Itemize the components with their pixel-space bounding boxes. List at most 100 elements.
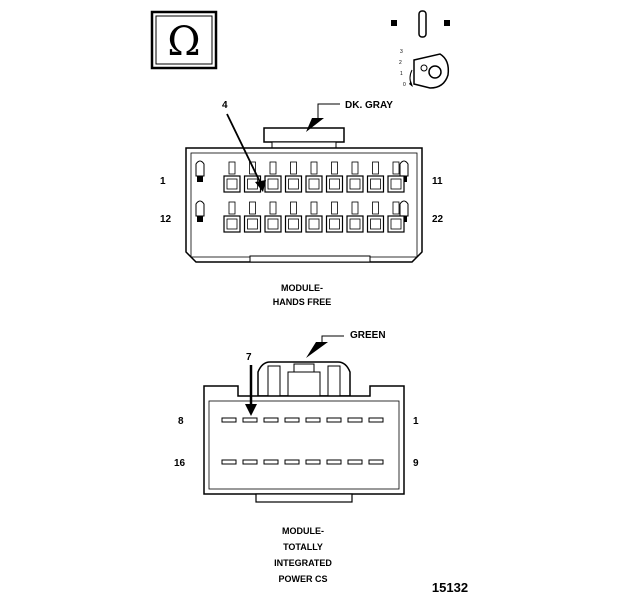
connector-2-slot xyxy=(242,459,258,465)
connector-2-slot xyxy=(326,417,342,423)
connector-1-cavity xyxy=(264,175,282,193)
connector-1-terminal-lock xyxy=(228,201,236,215)
connector-2-pin-left-top: 8 xyxy=(178,416,184,427)
connector-2-pin-right-bottom: 9 xyxy=(413,458,419,469)
connector-1-cavity-inner xyxy=(226,218,238,230)
connector-1-cavity-inner xyxy=(288,218,299,230)
connector-1-callout-number: 4 xyxy=(222,100,228,111)
connector-1-pin-left-top: 1 xyxy=(160,176,166,187)
connector-1-caption-line-2: HANDS FREE xyxy=(273,297,332,307)
connector-2-slot xyxy=(221,417,237,423)
connector-1-terminal-lock xyxy=(351,201,359,215)
connector-hands-free xyxy=(185,127,423,263)
connector-1-terminal-lock xyxy=(351,161,359,175)
connector-1-cavity xyxy=(223,175,241,193)
connector-1-cavity xyxy=(243,215,262,233)
connector-1-cavity xyxy=(264,215,282,233)
connector-2-callout-number: 7 xyxy=(246,352,252,363)
connector-2-slot xyxy=(347,417,363,423)
connector-1-side-latch xyxy=(195,160,205,177)
connector-2-slot xyxy=(263,417,279,423)
connector-1-pin-right-bottom: 22 xyxy=(432,214,444,225)
connector-1-cavity xyxy=(305,215,323,233)
connector-2-slot xyxy=(221,459,237,465)
connector-1-terminal-lock xyxy=(372,201,379,215)
connector-1-cavity xyxy=(325,215,344,233)
connector-1-cavity xyxy=(346,175,364,193)
connector-2-caption-line-2: TOTALLY xyxy=(283,542,323,552)
connector-2-color-callout: GREEN xyxy=(306,330,386,358)
connector-1-terminal-lock xyxy=(310,161,318,175)
connector-1-cavity xyxy=(366,215,385,233)
connector-1-cavity-inner xyxy=(267,218,279,230)
connector-1-cavity-inner xyxy=(308,178,320,190)
connector-1-cavity-inner xyxy=(390,178,402,190)
connector-1-cavity xyxy=(305,175,323,193)
connector-1-side-latch xyxy=(195,200,205,217)
connector-1-terminal-lock xyxy=(310,201,318,215)
connector-2-slot xyxy=(242,417,258,423)
svg-text:1: 1 xyxy=(400,71,403,77)
svg-text:Ω: Ω xyxy=(167,19,200,65)
key-ignition-icon: 3 2 1 0 xyxy=(391,10,450,89)
svg-text:2: 2 xyxy=(399,60,402,66)
connector-1-cavity-inner xyxy=(370,218,381,230)
connector-1-side-latch xyxy=(399,160,409,177)
connector-1-cavity xyxy=(223,215,241,233)
connector-1-terminal-lock xyxy=(392,201,400,215)
connector-1-cavity-inner xyxy=(349,178,361,190)
connector-1-color-label: DK. GRAY xyxy=(345,100,393,111)
connector-1-cavity-inner xyxy=(267,178,279,190)
connector-tipm xyxy=(203,361,405,503)
connector-2-color-label: GREEN xyxy=(350,330,386,341)
connector-1-terminal-lock xyxy=(392,161,400,175)
svg-text:3: 3 xyxy=(400,49,403,55)
svg-text:0: 0 xyxy=(403,82,406,88)
connector-1-terminal-lock xyxy=(290,161,297,175)
connector-2-pin-right-top: 1 xyxy=(413,416,419,427)
connector-1-color-callout: DK. GRAY xyxy=(306,100,393,132)
connector-1-cavity-inner xyxy=(370,178,381,190)
connector-2-slot xyxy=(326,459,342,465)
connector-1-cavity xyxy=(387,215,405,233)
connector-1-cavity xyxy=(325,175,344,193)
connector-1-terminal-lock xyxy=(331,161,338,175)
connector-2-slot xyxy=(263,459,279,465)
omega-symbol-icon: Ω xyxy=(150,10,218,70)
connector-1-caption-line-1: MODULE- xyxy=(281,283,323,293)
connector-1-terminal-lock xyxy=(269,161,277,175)
connector-1-terminal-lock xyxy=(269,201,277,215)
connector-1-pin-callout: 4 xyxy=(222,100,266,192)
connector-2-slot xyxy=(368,417,384,423)
connector-1-cavity-inner xyxy=(226,178,238,190)
connector-2-slot xyxy=(347,459,363,465)
connector-1-cavity xyxy=(387,175,405,193)
connector-1-cavity xyxy=(366,175,385,193)
connector-2-caption-line-1: MODULE- xyxy=(282,526,324,536)
connector-1-cavity xyxy=(284,175,303,193)
connector-1-pin-left-bottom: 12 xyxy=(160,214,172,225)
connector-1-side-latch-tab xyxy=(197,216,203,222)
connector-1-cavity-inner xyxy=(329,218,340,230)
connector-1-terminal-lock xyxy=(372,161,379,175)
connector-2-pin-left-bottom: 16 xyxy=(174,458,186,469)
connector-2-slot xyxy=(305,417,321,423)
connector-2-caption-line-3: INTEGRATED xyxy=(274,558,332,568)
connector-1-cavity xyxy=(346,215,364,233)
connector-1-cavity-inner xyxy=(247,218,258,230)
connector-1-side-latch xyxy=(399,200,409,217)
connector-1-cavity xyxy=(284,215,303,233)
connector-1-cavity-inner xyxy=(390,218,402,230)
connector-1-terminal-lock xyxy=(228,161,236,175)
connector-2-pin-callout: 7 xyxy=(245,352,257,416)
connector-1-terminal-lock xyxy=(331,201,338,215)
connector-1-terminal-lock xyxy=(290,201,297,215)
connector-2-slot xyxy=(368,459,384,465)
connector-1-terminal-lock xyxy=(249,201,256,215)
connector-2-slot xyxy=(284,459,300,465)
connector-1-pin-right-top: 11 xyxy=(432,176,443,187)
figure-number: 15132 xyxy=(432,580,468,595)
connector-2-caption-line-4: POWER CS xyxy=(278,574,327,584)
connector-1-cavity-inner xyxy=(329,178,340,190)
